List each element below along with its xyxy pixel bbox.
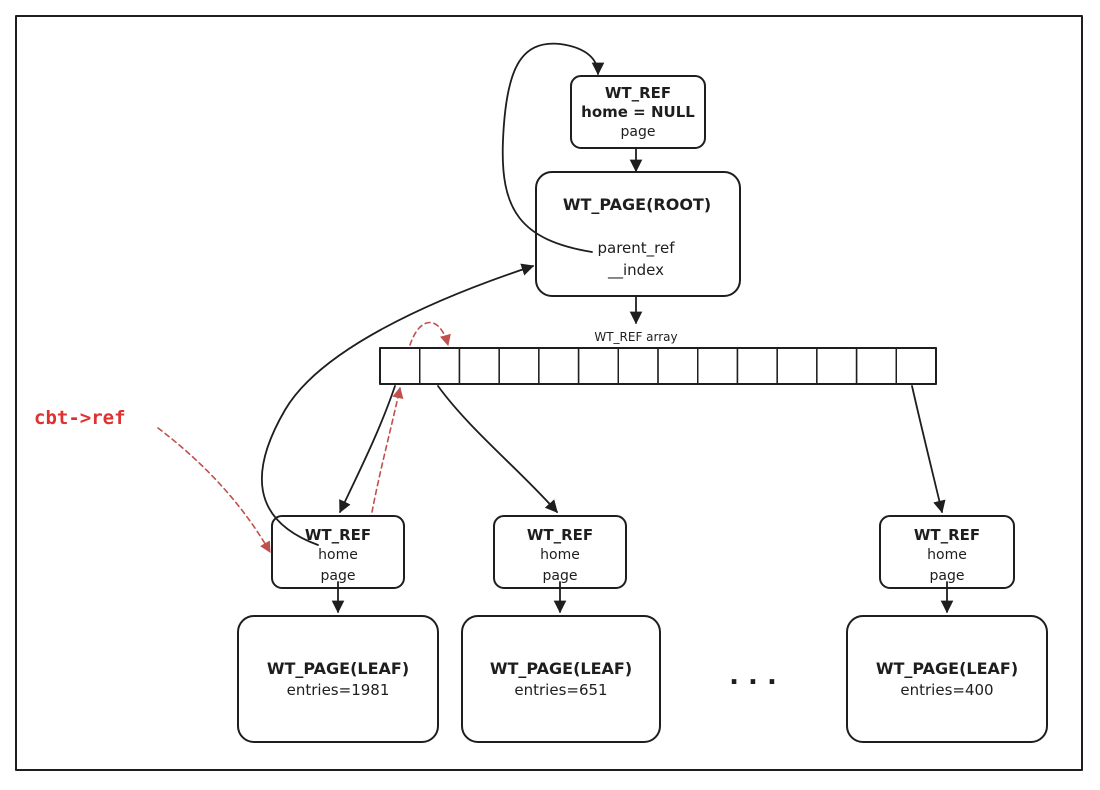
child-page-box xyxy=(237,615,439,743)
ref-array-slot xyxy=(577,347,619,385)
ref-array-slot xyxy=(776,347,818,385)
child-ref-title: WT_REF xyxy=(305,526,371,544)
ref-array-slot xyxy=(895,347,937,385)
ref-array-label: WT_REF array xyxy=(594,330,677,344)
root-ref-node: WT_REF home = NULL page xyxy=(570,75,706,149)
ref-array-cells xyxy=(379,347,937,385)
ref-array-slot xyxy=(736,347,778,385)
child-page-title: WT_PAGE(LEAF) xyxy=(267,659,409,678)
root-ref-title: WT_REF xyxy=(605,84,671,102)
ref-array: WT_REF array xyxy=(379,330,937,385)
child-ref-home: home xyxy=(927,547,967,563)
ref-array-slot xyxy=(419,347,461,385)
child-ref-home: home xyxy=(540,547,580,563)
child-page-entries: entries=1981 xyxy=(287,681,390,699)
ref-array-slot xyxy=(816,347,858,385)
child-nodes: WT_REFhomepageWT_PAGE(LEAF)entries=1981W… xyxy=(237,515,1048,743)
child-ref-page: page xyxy=(543,568,578,584)
child-page-title: WT_PAGE(LEAF) xyxy=(876,659,1018,678)
ref-array-slot xyxy=(657,347,699,385)
child-ref-page: page xyxy=(930,568,965,584)
ref-array-slot xyxy=(855,347,897,385)
cbt-ref-pointer-arrow xyxy=(157,427,271,553)
array-slot-arc-arrow xyxy=(409,321,451,347)
ref-array-slot xyxy=(379,347,421,385)
cbt-ref-label: cbt->ref xyxy=(34,407,126,429)
root-parent-ref-loop-arrow xyxy=(501,42,605,253)
root-ref-page: page xyxy=(621,124,656,140)
ref-array-slot xyxy=(498,347,540,385)
child-home-to-root-page-arrow xyxy=(260,263,535,546)
root-page-title: WT_PAGE(ROOT) xyxy=(563,195,711,214)
child-ref-home: home xyxy=(318,547,358,563)
array-to-child-ref-1-arrow xyxy=(339,385,396,514)
ellipsis-text: . . . xyxy=(729,661,777,691)
child-ref-title: WT_REF xyxy=(914,526,980,544)
root-ref-box xyxy=(570,75,706,149)
array-to-child-ref-3-arrow xyxy=(911,385,946,514)
ref-array-slot xyxy=(617,347,659,385)
child-page-box xyxy=(846,615,1048,743)
root-page-index: __index xyxy=(607,261,664,280)
ref-array-slot xyxy=(538,347,580,385)
root-page-parent-ref: parent_ref xyxy=(597,239,675,258)
ref-array-slot xyxy=(697,347,739,385)
ref-array-slot xyxy=(458,347,500,385)
child-page-title: WT_PAGE(LEAF) xyxy=(490,659,632,678)
outer-frame xyxy=(15,15,1083,771)
child-ref-title: WT_REF xyxy=(527,526,593,544)
root-ref-home: home = NULL xyxy=(581,103,695,121)
child-page-entries: entries=651 xyxy=(514,681,607,699)
child-ref-to-array-slot-arrow xyxy=(371,386,404,513)
root-page-node: WT_PAGE(ROOT) parent_ref __index xyxy=(535,171,741,297)
child-page-box xyxy=(461,615,661,743)
child-page-entries: entries=400 xyxy=(900,681,993,699)
child-ref-page: page xyxy=(321,568,356,584)
array-to-child-ref-2-arrow xyxy=(437,385,558,513)
